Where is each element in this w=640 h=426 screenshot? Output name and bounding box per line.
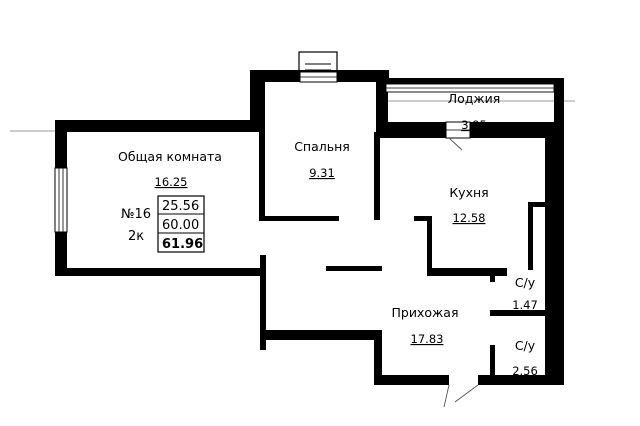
bathroom-1-area: 1.47	[512, 298, 538, 312]
axis-lines	[10, 100, 575, 132]
bathroom-2-name: С/у	[515, 338, 536, 353]
bathroom-2-area: 2.56	[512, 364, 538, 378]
walls	[55, 70, 564, 385]
kitchen-area: 12.58	[453, 211, 486, 225]
apartment-rooms-count: 2к	[128, 229, 144, 244]
total-with-loggia-value: 61.96	[162, 237, 203, 252]
loggia-area: 3.85	[461, 118, 487, 132]
windows	[54, 71, 555, 233]
bedroom-name: Спальня	[294, 139, 350, 154]
living-area-value: 25.56	[162, 199, 199, 214]
living-room-area: 16.25	[155, 175, 188, 189]
living-room-name: Общая комната	[118, 149, 222, 164]
total-area-value: 60.00	[162, 218, 199, 233]
bathroom-1-name: С/у	[515, 275, 536, 290]
bedroom-area: 9.31	[309, 166, 335, 180]
apartment-info-table	[157, 195, 205, 253]
hall-name: Прихожая	[392, 305, 459, 320]
hall-area: 17.83	[411, 332, 444, 346]
kitchen-name: Кухня	[449, 185, 488, 200]
loggia-name: Лоджия	[448, 91, 501, 106]
apartment-number: №16	[121, 207, 151, 222]
door-swings	[443, 137, 479, 408]
